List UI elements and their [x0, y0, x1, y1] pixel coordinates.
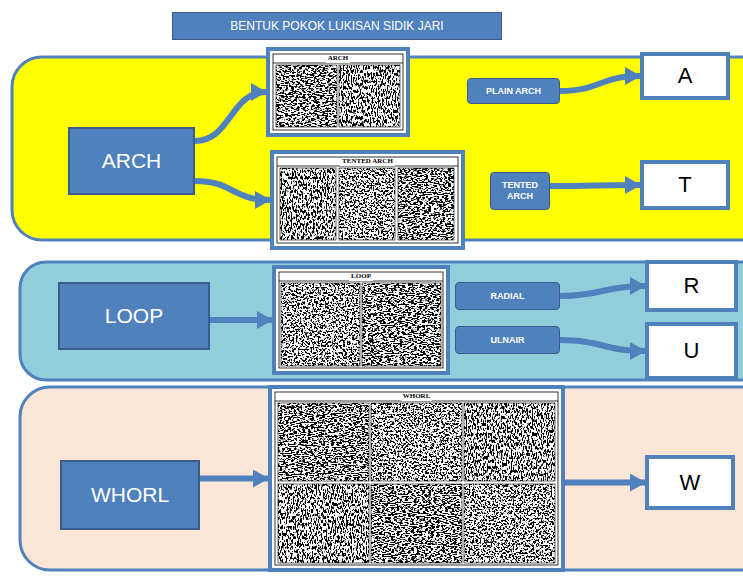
code-box: U: [645, 322, 738, 380]
flow-arrow: [560, 286, 645, 296]
node-text: W: [680, 470, 701, 496]
node-text: LOOP: [349, 273, 373, 281]
flow-arrow: [210, 317, 272, 323]
title-text: BENTUK POKOK LUKISAN SIDIK JARI: [230, 19, 443, 33]
code-box: R: [645, 260, 738, 312]
node-text: WHORL: [401, 393, 433, 401]
node-text: R: [684, 273, 700, 299]
whorl-print: [268, 385, 565, 572]
code-box: W: [645, 455, 735, 510]
flow-arrow: [200, 476, 268, 482]
node-text: U: [684, 338, 700, 364]
print-frame: LOOP: [272, 265, 450, 375]
loop-band: [20, 262, 743, 380]
node-text: TENTED ARCH: [496, 180, 544, 202]
node-text: WHORL: [91, 483, 169, 507]
loop-print: [272, 265, 450, 375]
print-frame: TENTED ARCH: [270, 150, 465, 250]
node-text: ARCH: [102, 149, 162, 173]
node-text: TENTED ARCH: [340, 158, 395, 166]
category-box: LOOP: [58, 282, 210, 350]
type-label: ULNAIR: [455, 326, 560, 354]
whorl-band: [20, 387, 743, 570]
plain-arch-print: [266, 47, 410, 137]
flow-arrow: [560, 340, 645, 351]
arch-band: [12, 57, 743, 240]
node-text: ULNAIR: [491, 335, 525, 346]
node-text: LOOP: [105, 304, 163, 328]
print-frame: WHORL: [268, 385, 565, 572]
code-box: T: [640, 160, 730, 210]
code-box: A: [640, 52, 730, 100]
flow-arrow: [195, 181, 270, 200]
node-text: RADIAL: [491, 291, 525, 302]
flow-arrow: [560, 76, 640, 91]
title-box: BENTUK POKOK LUKISAN SIDIK JARI: [172, 12, 502, 40]
tented-arch-print: [270, 150, 465, 250]
category-box: ARCH: [68, 127, 195, 195]
node-text: ARCH: [326, 55, 351, 63]
type-label: TENTED ARCH: [490, 172, 550, 210]
type-label: PLAIN ARCH: [467, 78, 560, 104]
node-text: PLAIN ARCH: [486, 86, 541, 97]
flow-arrow: [550, 185, 640, 186]
category-box: WHORL: [60, 460, 200, 530]
node-text: T: [678, 172, 691, 198]
print-frame: ARCH: [266, 47, 410, 137]
flow-arrow: [195, 92, 266, 141]
node-text: A: [678, 63, 693, 89]
type-label: RADIAL: [455, 282, 560, 310]
flow-arrow: [565, 480, 645, 486]
